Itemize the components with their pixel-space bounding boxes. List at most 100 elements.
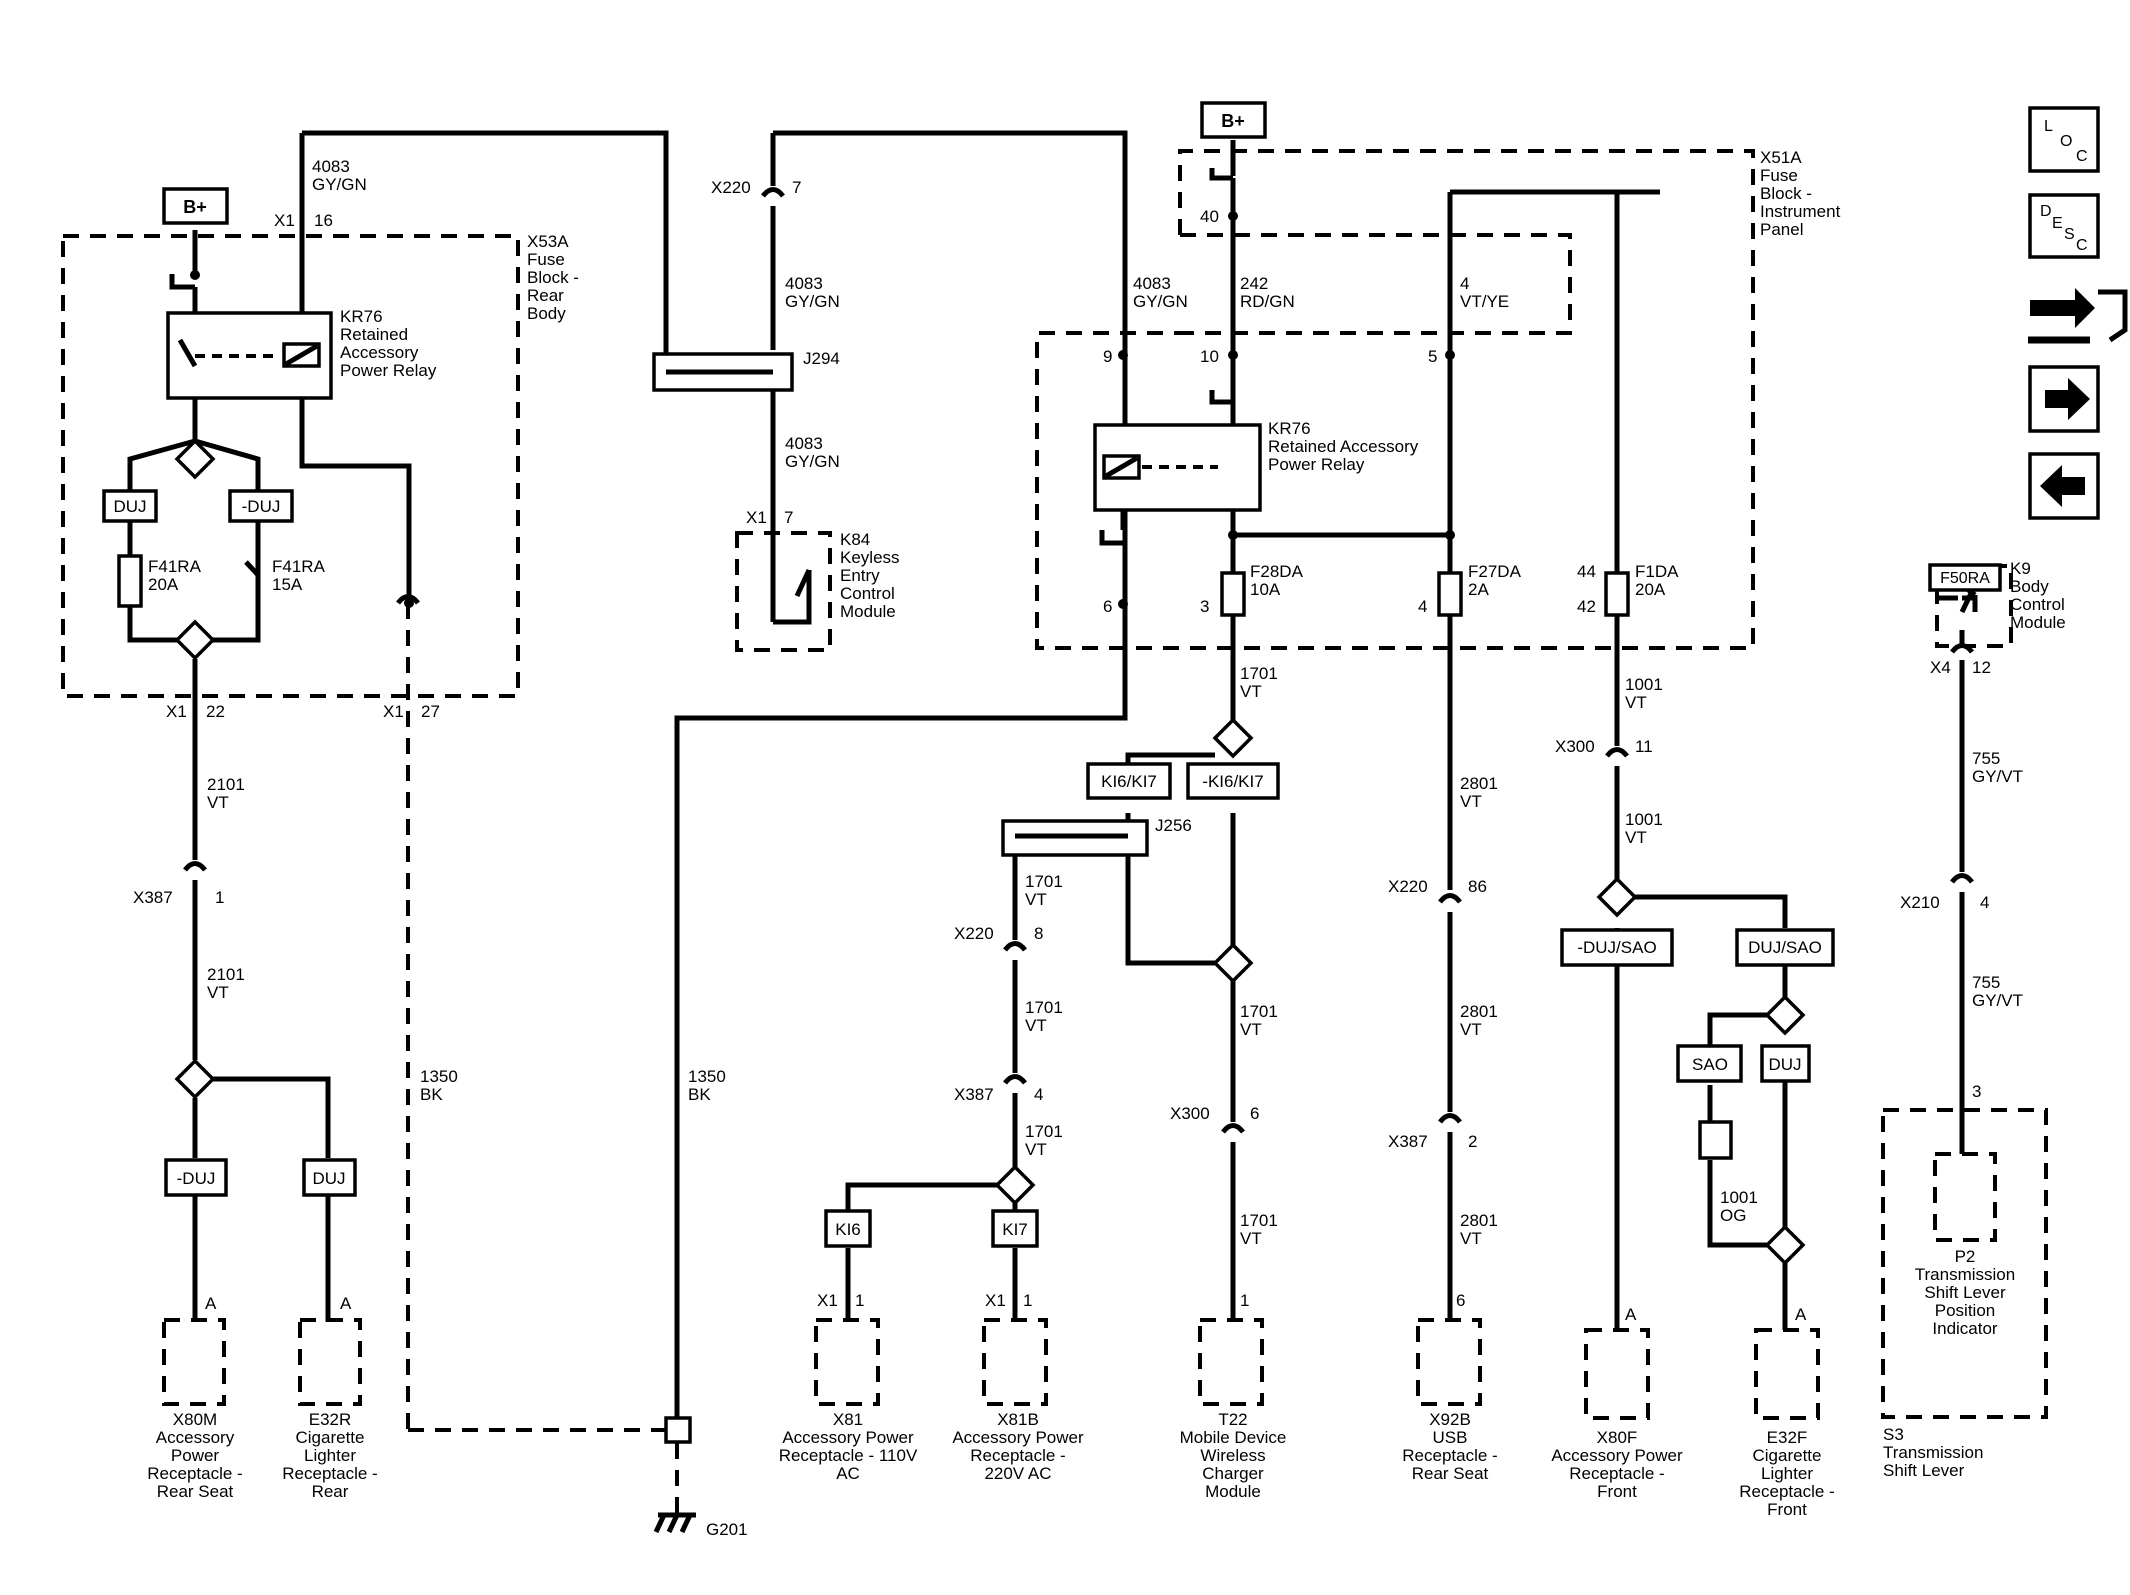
loc-button[interactable] bbox=[2028, 106, 2100, 173]
wire-755-color-1: GY/VT bbox=[1972, 767, 2023, 786]
x220-7-conn: X220 bbox=[711, 178, 751, 197]
x220-8-conn: X220 bbox=[954, 924, 994, 943]
desc-letter-d: D bbox=[2040, 203, 2052, 220]
wire-4083-color-4: GY/GN bbox=[1133, 292, 1188, 311]
option-duj-2: DUJ bbox=[312, 1169, 345, 1188]
x300-6-pin: 6 bbox=[1250, 1104, 1259, 1123]
desc-button[interactable] bbox=[2028, 193, 2100, 259]
s3-label-2: Transmission bbox=[1883, 1443, 1983, 1462]
x51a-label: X51A bbox=[1760, 148, 1802, 167]
wire-1701-color-6: VT bbox=[1240, 1229, 1262, 1248]
component-captions: X80M Accessory Power Receptacle - Rear S… bbox=[147, 1247, 2015, 1519]
option-sao: SAO bbox=[1692, 1055, 1728, 1074]
e32f-label: E32F bbox=[1767, 1428, 1808, 1447]
loc-letter-c: C bbox=[2076, 148, 2088, 165]
fuse-f28da bbox=[1220, 571, 1246, 617]
x1-16-pin: 16 bbox=[314, 211, 333, 230]
x81-outline bbox=[814, 1318, 880, 1406]
wire-4083-code-3: 4083 bbox=[785, 434, 823, 453]
x387-2-pin: 2 bbox=[1468, 1132, 1477, 1151]
wire-755-code-2: 755 bbox=[1972, 973, 2000, 992]
e32r-label-2: Cigarette bbox=[296, 1428, 365, 1447]
wire-755-code-1: 755 bbox=[1972, 749, 2000, 768]
x80m-label-4: Receptacle - bbox=[147, 1464, 242, 1483]
kr76-ip-label-2: Retained Accessory bbox=[1268, 437, 1419, 456]
t22-label: T22 bbox=[1218, 1410, 1247, 1429]
kr76-rear-label: KR76 bbox=[340, 307, 383, 326]
option-nki6ki7: -KI6/KI7 bbox=[1202, 772, 1263, 791]
x51a-label-3: Block - bbox=[1760, 184, 1812, 203]
previous-arrow-button[interactable] bbox=[2028, 452, 2100, 520]
k9-label-2: Body bbox=[2010, 577, 2049, 596]
x92b-label-2: USB bbox=[1433, 1428, 1468, 1447]
option-ki6: KI6 bbox=[835, 1220, 861, 1239]
relay-and-fuse-symbols bbox=[117, 311, 1978, 1534]
bplus-terminals bbox=[162, 101, 1267, 225]
pin-40: 40 bbox=[1200, 207, 1219, 226]
wire-1701-color-1: VT bbox=[1240, 682, 1262, 701]
k84-label-2: Keyless bbox=[840, 548, 900, 567]
x81b-label-4: 220V AC bbox=[984, 1464, 1051, 1483]
connector-symbols bbox=[183, 187, 1974, 1134]
bplus-right bbox=[1200, 101, 1267, 139]
x300-6-conn: X300 bbox=[1170, 1104, 1210, 1123]
p2-label-2: Transmission bbox=[1915, 1265, 2015, 1284]
loc-letter-o: O bbox=[2060, 133, 2072, 150]
pin-44: 44 bbox=[1577, 562, 1596, 581]
x1-27-pin: 27 bbox=[421, 702, 440, 721]
e32f-label-3: Lighter bbox=[1761, 1464, 1813, 1483]
connector-end-view-icon[interactable] bbox=[2028, 288, 2128, 344]
wire-2101-color-2: VT bbox=[207, 983, 229, 1002]
x51a-label-4: Instrument bbox=[1760, 202, 1841, 221]
e32r-outline bbox=[298, 1318, 362, 1406]
k9-label-3: Control bbox=[2010, 595, 2065, 614]
wire-1701-code-1: 1701 bbox=[1240, 664, 1278, 683]
x92b-outline bbox=[1416, 1318, 1482, 1406]
wire-1001-color-3: OG bbox=[1720, 1206, 1746, 1225]
x80m-label-5: Rear Seat bbox=[157, 1482, 234, 1501]
pin-5: 5 bbox=[1428, 347, 1437, 366]
labels: B+ B+ X53A Fuse Block - Rear Body X51A F… bbox=[113, 111, 2065, 1539]
kr76-rear-label-3: Accessory bbox=[340, 343, 419, 362]
x53a-label-4: Rear bbox=[527, 286, 564, 305]
k9-label: K9 bbox=[2010, 559, 2031, 578]
x80f-label-4: Front bbox=[1597, 1482, 1637, 1501]
p2-pin: 3 bbox=[1972, 1082, 1981, 1101]
x387-4-conn: X387 bbox=[954, 1085, 994, 1104]
option-ki6ki7: KI6/KI7 bbox=[1101, 772, 1157, 791]
wire-2101-color-1: VT bbox=[207, 793, 229, 812]
option-duj-1: DUJ bbox=[113, 497, 146, 516]
x4-12-pin: 12 bbox=[1972, 658, 1991, 677]
next-arrow-button[interactable] bbox=[2028, 365, 2100, 433]
x300-11-conn: X300 bbox=[1555, 737, 1595, 756]
wire-1350-color-1: BK bbox=[420, 1085, 443, 1104]
s3-label-3: Shift Lever bbox=[1883, 1461, 1965, 1480]
x80m-label: X80M bbox=[173, 1410, 217, 1429]
e32r-label-3: Lighter bbox=[304, 1446, 356, 1465]
wire-1701-code-2: 1701 bbox=[1025, 872, 1063, 891]
pin-42: 42 bbox=[1577, 597, 1596, 616]
p2-indicator-boundary bbox=[1933, 1152, 1997, 1242]
s3-label: S3 bbox=[1883, 1425, 1904, 1444]
wire-1701-color-2: VT bbox=[1025, 890, 1047, 909]
pin-4: 4 bbox=[1418, 597, 1427, 616]
x81b-label: X81B bbox=[997, 1410, 1039, 1429]
fuse-block-ip-inner-boundary bbox=[1180, 233, 1572, 335]
x81b-label-3: Receptacle - bbox=[970, 1446, 1065, 1465]
x81b-conn: X1 bbox=[985, 1291, 1006, 1310]
desc-letter-s: S bbox=[2064, 226, 2075, 243]
fuse-block-ip-boundary bbox=[1035, 149, 1755, 650]
kr76-ip-label: KR76 bbox=[1268, 419, 1311, 438]
fuse-f1da-label: F1DA bbox=[1635, 562, 1679, 581]
x80m-label-3: Power bbox=[171, 1446, 220, 1465]
x53a-label-2: Fuse bbox=[527, 250, 565, 269]
x81-label-3: Receptacle - 110V bbox=[779, 1446, 918, 1465]
option-ndujsao: -DUJ/SAO bbox=[1577, 938, 1656, 957]
fuse-f27da-label: F27DA bbox=[1468, 562, 1522, 581]
wire-242-code: 242 bbox=[1240, 274, 1268, 293]
x81-conn: X1 bbox=[817, 1291, 838, 1310]
wire-4083-code-2: 4083 bbox=[785, 274, 823, 293]
loc-letter-l: L bbox=[2044, 118, 2053, 135]
fuse-block-rear-boundary bbox=[61, 234, 520, 698]
wire-1001-code-2: 1001 bbox=[1625, 810, 1663, 829]
